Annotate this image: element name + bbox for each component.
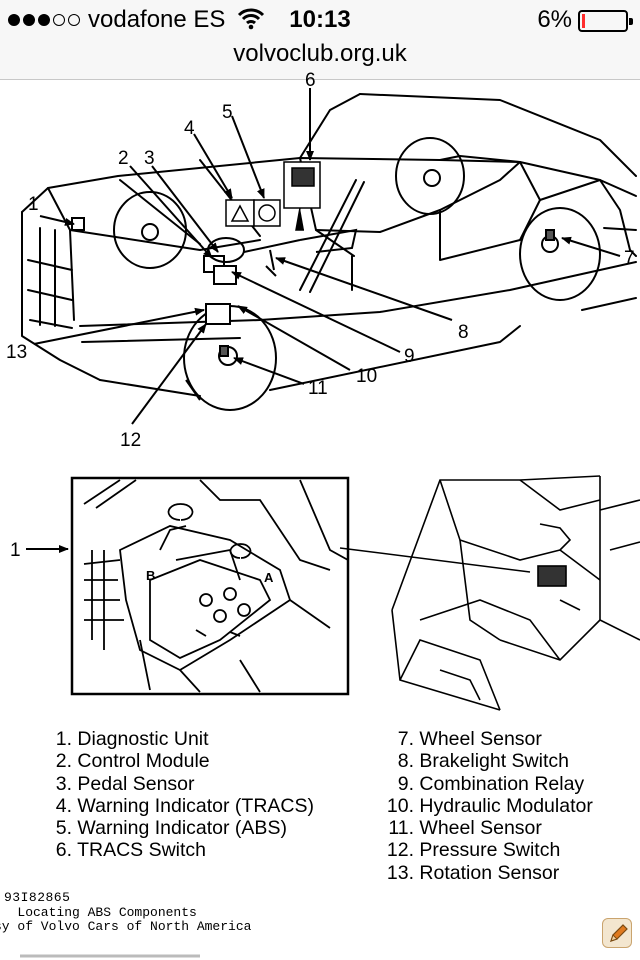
callout-8: 8 — [458, 322, 469, 343]
wheel-rear-left — [395, 137, 465, 215]
wifi-icon — [237, 8, 265, 30]
pencil-icon — [610, 924, 628, 942]
legend-item: 3. Pedal Sensor — [55, 772, 195, 795]
battery-level-fill — [582, 14, 585, 28]
legend-item: 8. Brakelight Switch — [397, 750, 569, 773]
callout-labels: 1 2 3 4 5 6 7 8 9 10 11 12 13 — [6, 70, 635, 451]
legend-item: 4. Warning Indicator (TRACS) — [55, 794, 315, 817]
callout-7: 7 — [624, 248, 635, 269]
car-illustration — [21, 93, 637, 397]
inset-letter-b: B — [146, 568, 155, 583]
signal-dot — [8, 14, 20, 26]
legend-item: 5. Warning Indicator (ABS) — [55, 817, 287, 840]
carrier-name: vodafone ES — [88, 6, 226, 33]
signal-dot — [38, 14, 50, 26]
address-bar[interactable]: volvoclub.org.uk — [0, 40, 640, 80]
wheel-sensor-front — [219, 345, 229, 357]
legend-right-column: 7. Wheel Sensor 8. Brakelight Switch 9. … — [378, 728, 593, 884]
signal-strength-icon — [8, 14, 80, 26]
status-bar: vodafone ES 10:13 6% — [0, 0, 640, 40]
legend-item: 11. Wheel Sensor — [388, 817, 542, 840]
legend-item: 7. Wheel Sensor — [397, 728, 542, 750]
caption-line-2: sy of Volvo Cars of North America — [0, 919, 252, 934]
callout-leaders — [33, 88, 621, 425]
inset-callout-1: 1 — [10, 540, 21, 561]
callout-5: 5 — [222, 102, 233, 123]
callout-2: 2 — [118, 148, 129, 169]
diagnostic-unit-location — [537, 565, 567, 587]
battery-icon — [578, 10, 633, 32]
callout-1: 1 — [28, 194, 39, 215]
abs-component-diagram: 1 2 3 4 5 6 7 8 9 10 11 12 13 — [6, 70, 640, 958]
engine-bay-drawing — [391, 475, 640, 711]
legend-item: 2. Control Module — [55, 750, 210, 773]
legend-left-column: 1. Diagnostic Unit 2. Control Module 3. … — [46, 728, 314, 862]
callout-12: 12 — [120, 430, 141, 451]
figure-caption: : Locating ABS Components sy of Volvo Ca… — [0, 906, 251, 934]
clock: 10:13 — [289, 6, 351, 33]
callout-9: 9 — [404, 346, 415, 367]
callout-4: 4 — [184, 118, 195, 139]
signal-dot — [68, 14, 80, 26]
wheel-sensor-rear — [545, 229, 555, 241]
page-content: 1 2 3 4 5 6 7 8 9 10 11 12 13 — [0, 70, 640, 960]
battery-percent: 6% — [537, 6, 572, 33]
legend-item: 1. Diagnostic Unit — [55, 728, 209, 750]
inset-connector-line — [339, 547, 531, 573]
wheel-rear-right — [519, 207, 601, 301]
caption-line-1: : Locating ABS Components — [0, 905, 197, 920]
share-icon[interactable] — [602, 918, 632, 948]
warning-indicator-abs-icon — [253, 199, 281, 227]
figure-code: 93I82865 — [4, 890, 71, 905]
inset-detail: B A 1 — [10, 475, 640, 711]
legend-item: 6. TRACS Switch — [55, 839, 207, 862]
callout-6: 6 — [305, 70, 316, 91]
warning-indicator-tracs-icon — [225, 199, 255, 227]
hydraulic-modulator — [203, 255, 237, 325]
callout-3: 3 — [144, 148, 155, 169]
legend-item: 12. Pressure Switch — [386, 839, 561, 862]
callout-10: 10 — [356, 366, 377, 387]
legend-item: 13. Rotation Sensor — [386, 861, 560, 884]
callout-13: 13 — [6, 342, 27, 363]
signal-dot — [53, 14, 65, 26]
inset-unit-drawing — [83, 479, 349, 693]
signal-dot — [23, 14, 35, 26]
legend-item: 9. Combination Relay — [397, 772, 585, 795]
callout-11: 11 — [308, 378, 328, 399]
tracs-switch-icon — [283, 161, 321, 231]
inset-frame — [70, 476, 350, 696]
inset-letter-a: A — [264, 570, 274, 585]
legend-item: 10. Hydraulic Modulator — [386, 794, 593, 817]
url-text: volvoclub.org.uk — [233, 40, 407, 67]
